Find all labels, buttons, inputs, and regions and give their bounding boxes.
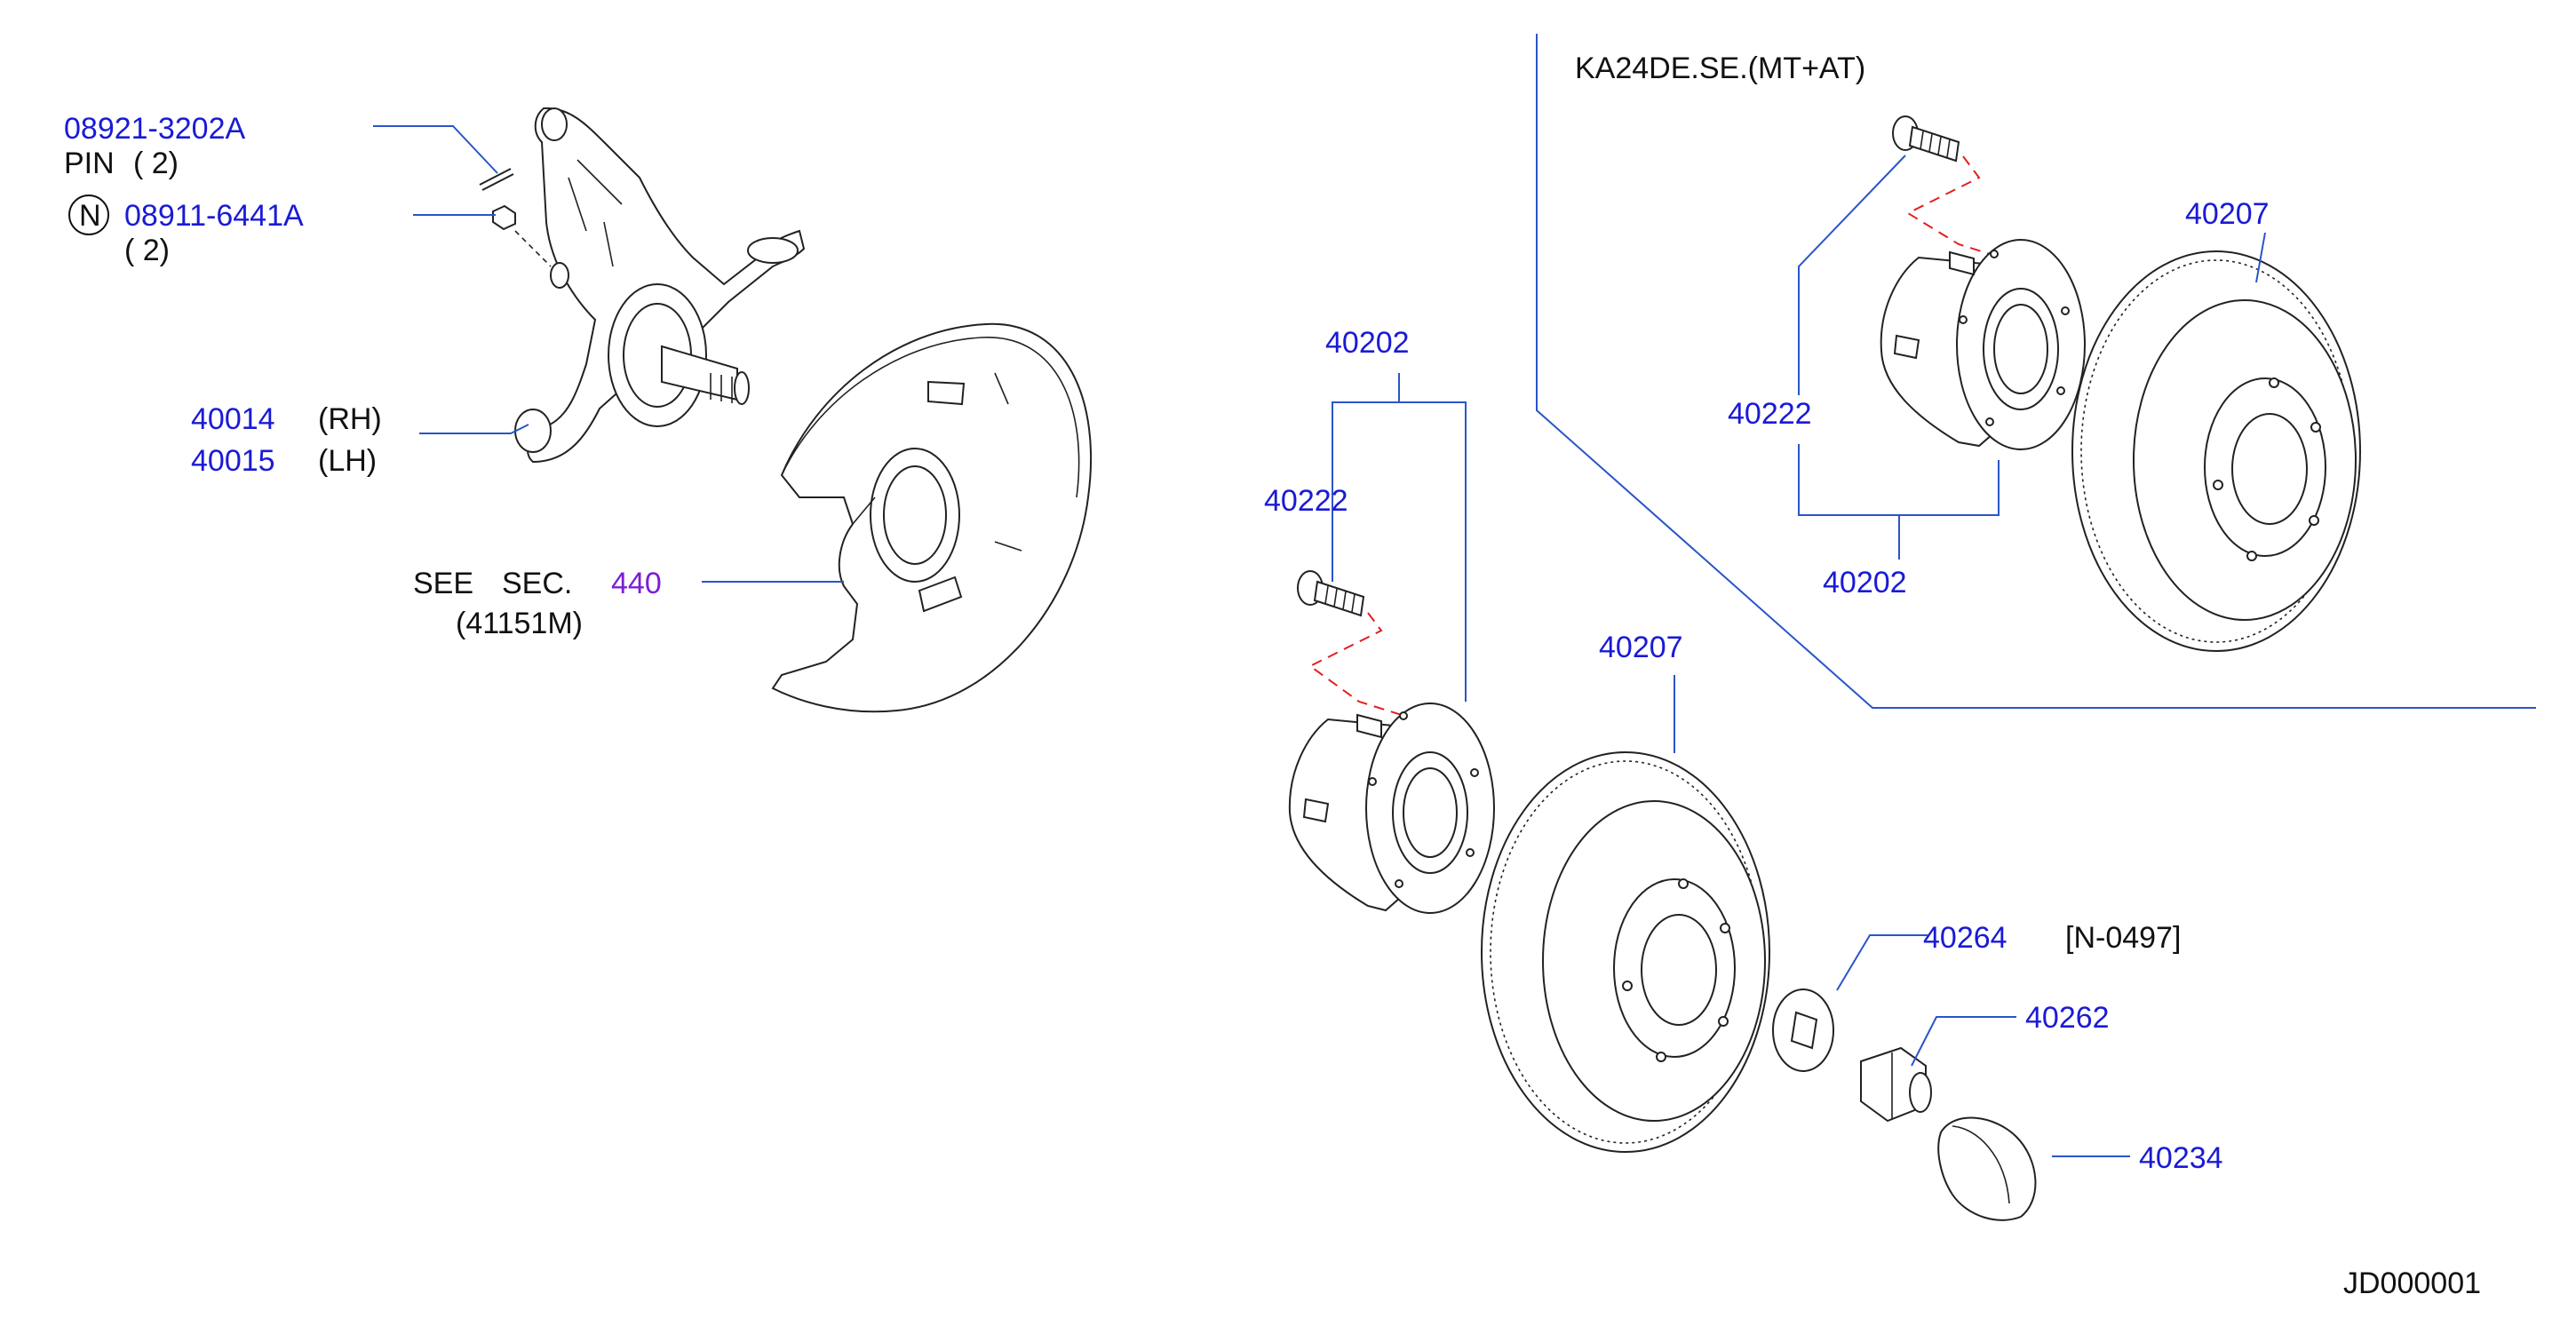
see-label: SEE	[413, 567, 473, 600]
part-number-40202-right: 40202	[1823, 566, 1907, 599]
n-marker: N	[79, 199, 101, 233]
part-number-40207-right: 40207	[2185, 197, 2270, 231]
nut-08911	[492, 204, 552, 267]
part-number-40264: 40264	[1923, 921, 2008, 955]
part-number-40262: 40262	[2025, 1001, 2110, 1035]
pin-part	[479, 168, 514, 191]
leader-40014	[419, 424, 529, 434]
sec-label: SEC.	[502, 567, 572, 600]
rh-label: (RH)	[318, 402, 382, 436]
leader-40207-right	[2255, 232, 2266, 283]
section-ref-code: (41151M)	[456, 607, 583, 640]
hub-bolt-left	[1297, 570, 1365, 617]
leader-40202-right	[1798, 444, 2000, 516]
part-number-40222-left: 40222	[1264, 484, 1348, 518]
part-number-40207-left: 40207	[1599, 631, 1683, 664]
pin-label: PIN	[64, 147, 115, 180]
part-number-40222-right: 40222	[1728, 397, 1812, 431]
leader-40264	[1836, 934, 1928, 991]
bolt-guide-right	[1905, 155, 2031, 267]
variant-label: KA24DE.SE.(MT+AT)	[1575, 52, 1865, 85]
part-number-40014: 40014	[191, 402, 275, 436]
part-number-40015: 40015	[191, 444, 275, 478]
hub-nut-40262	[1860, 1046, 1932, 1123]
part-number-40234: 40234	[2139, 1141, 2223, 1175]
brake-rotor-left	[1481, 751, 1770, 1153]
hub-left	[1288, 703, 1495, 914]
steering-knuckle	[514, 107, 806, 464]
bolt-guide-left	[1308, 612, 1431, 725]
leader-08921	[373, 125, 498, 174]
part-number-08921: 08921-3202A	[64, 112, 246, 146]
hub-bolt-right	[1892, 115, 1960, 163]
hub-cap-40234	[1937, 1116, 2037, 1221]
figure-id: JD000001	[2343, 1266, 2481, 1300]
brake-rotor-right	[2071, 250, 2361, 652]
variant-box-outline	[1536, 34, 2536, 709]
leader-40222-right	[1798, 155, 1906, 395]
leader-40202-left	[1332, 401, 1467, 702]
part-number-08911: 08911-6441A	[124, 199, 304, 233]
n-marker-circle	[68, 195, 109, 235]
pin-qty: ( 2)	[133, 147, 179, 180]
leader-40262	[1911, 1016, 2016, 1067]
washer-40264	[1772, 988, 1834, 1072]
part-number-40202-left: 40202	[1325, 326, 1410, 360]
lh-label: (LH)	[318, 444, 377, 478]
dust-shield	[771, 322, 1092, 713]
section-ref-440[interactable]: 440	[611, 567, 662, 600]
serial-range-n0497: [N-0497]	[2065, 921, 2181, 955]
hub-right	[1880, 239, 2086, 450]
part-08911-qty: ( 2)	[124, 234, 170, 267]
